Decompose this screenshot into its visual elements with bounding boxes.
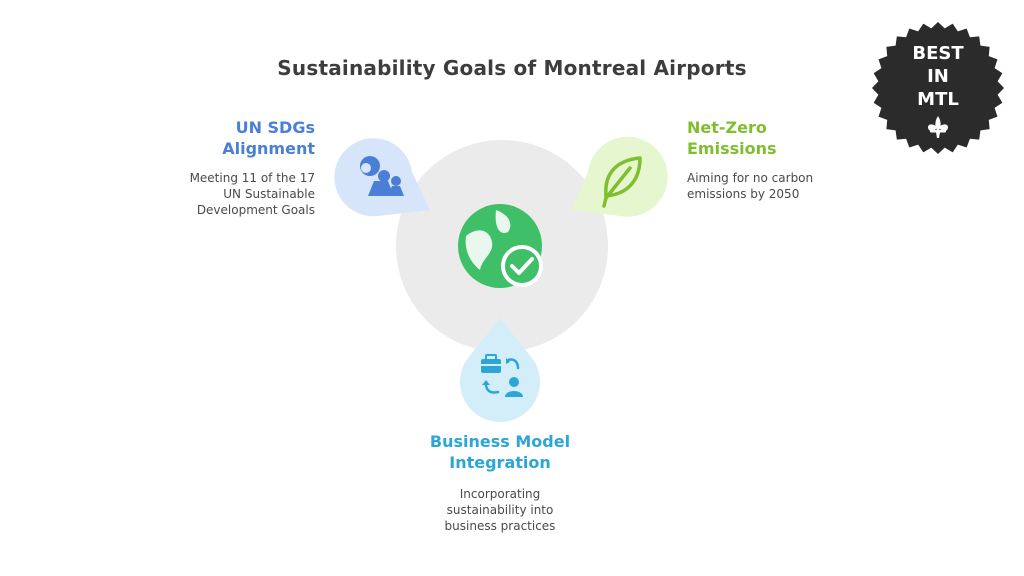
leaf-icon	[602, 156, 642, 208]
net-zero-desc-line2: emissions by 2050	[687, 187, 800, 201]
un-sdgs-description: Meeting 11 of the 17 UN Sustainable Deve…	[140, 170, 315, 218]
net-zero-description: Aiming for no carbon emissions by 2050	[687, 170, 857, 202]
business-model-heading-line2: Integration	[449, 453, 551, 472]
badge-line-in: IN	[927, 66, 949, 87]
un-sdgs-desc-line2: UN Sustainable	[223, 187, 315, 201]
un-sdgs-heading-line2: Alignment	[222, 139, 315, 158]
un-sdgs-desc-line3: Development Goals	[196, 203, 315, 217]
business-model-heading-line1: Business Model	[429, 432, 571, 451]
un-sdgs-desc-line1: Meeting 11 of the 17	[189, 171, 315, 185]
badge-line-best: BEST	[912, 43, 964, 64]
badge-line-mtl: MTL	[917, 89, 959, 110]
un-sdgs-drop	[334, 138, 430, 217]
net-zero-heading-line1: Net-Zero	[687, 118, 767, 137]
business-model-desc-line3: business practices	[444, 519, 556, 533]
net-zero-desc-line1: Aiming for no carbon	[687, 171, 814, 185]
business-model-desc-line1: Incorporating	[459, 487, 541, 501]
business-model-heading: Business Model Integration	[400, 431, 600, 473]
best-in-mtl-badge	[872, 22, 1004, 154]
business-model-drop	[460, 318, 540, 422]
un-sdgs-heading: UN SDGs Alignment	[180, 117, 315, 159]
briefcase-exchange-icon	[481, 354, 523, 397]
page-title: Sustainability Goals of Montreal Airport…	[277, 56, 747, 80]
un-sdgs-heading-line1: UN SDGs	[235, 118, 315, 137]
business-model-desc-line2: sustainability into	[446, 503, 554, 517]
globe-check-icon	[458, 204, 543, 288]
badge-text: BEST IN MTL	[870, 42, 1006, 111]
people-globe-icon	[360, 156, 404, 196]
net-zero-heading-line2: Emissions	[687, 139, 777, 158]
net-zero-heading: Net-Zero Emissions	[687, 117, 847, 159]
fleur-de-lis-icon	[927, 116, 949, 138]
business-model-description: Incorporating sustainability into busine…	[400, 486, 600, 534]
net-zero-drop	[572, 136, 668, 217]
